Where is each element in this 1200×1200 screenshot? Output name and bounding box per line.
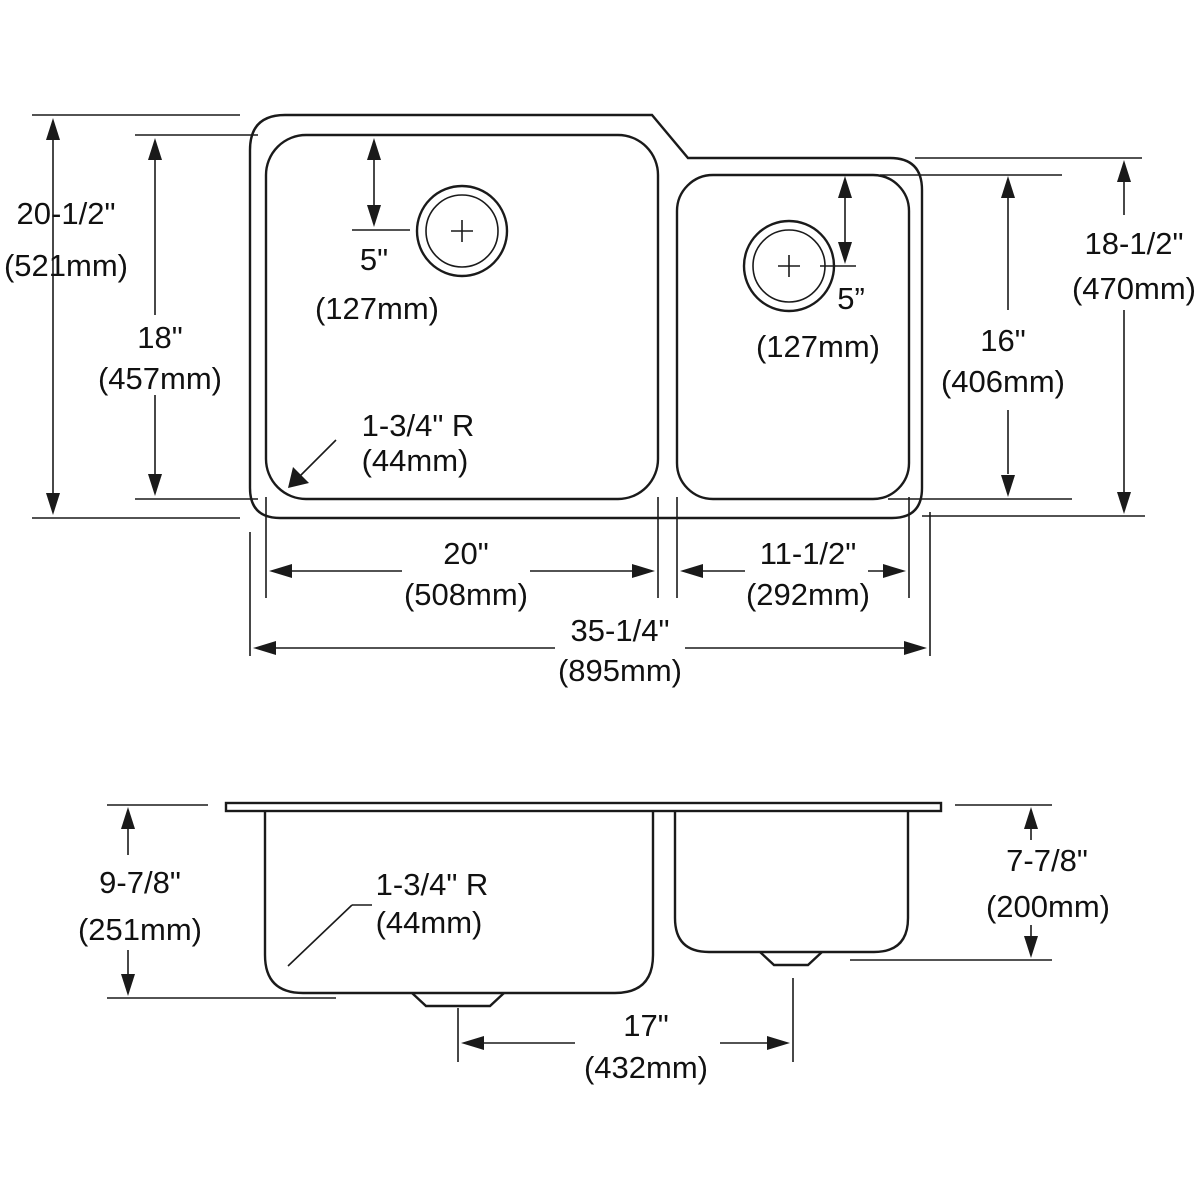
overall-depth-in-label: 20-1/2" <box>17 196 116 231</box>
overall-width-mm-label: (895mm) <box>558 653 682 688</box>
overall-width-in-label: 35-1/4" <box>571 613 670 648</box>
drain-spacing-dimension <box>457 978 794 1062</box>
drain-spacing-mm-label: (432mm) <box>584 1050 708 1085</box>
right-depth-in-label: 18-1/2" <box>1085 226 1184 261</box>
small-drain-offset-in-label: 5” <box>837 281 865 316</box>
large-bowl-depth-mm-label: (457mm) <box>98 361 222 396</box>
small-drain-offset-mm-label: (127mm) <box>756 329 880 364</box>
small-bowl-height-dimension <box>850 804 1052 961</box>
overall-width-dimension <box>249 512 931 656</box>
right-depth-dimension <box>915 157 1145 517</box>
outer-rim-outline <box>248 113 924 520</box>
large-bowl-width-mm-label: (508mm) <box>404 577 528 612</box>
large-bowl-width-in-label: 20" <box>443 536 489 571</box>
large-bowl-height-mm-label: (251mm) <box>78 912 202 947</box>
side-corner-radius-leader <box>287 904 372 967</box>
sink-flange <box>224 801 943 813</box>
small-bowl-width-in-label: 11-1/2" <box>760 536 857 571</box>
corner-radius-mm-label: (44mm) <box>362 443 469 478</box>
side-view: 9-7/8" (251mm) 1-3/4" R (44mm) 7-7/8" (2… <box>78 801 1110 1085</box>
large-bowl-outline <box>264 133 660 501</box>
side-corner-radius-mm-label: (44mm) <box>376 905 483 940</box>
large-bowl-height-in-label: 9-7/8" <box>99 865 181 900</box>
small-bowl-depth-in-label: 16" <box>980 323 1026 358</box>
large-bowl-depth-dimension <box>135 134 258 500</box>
small-bowl-profile <box>673 811 910 954</box>
right-depth-mm-label: (470mm) <box>1072 271 1196 306</box>
large-bowl-drain <box>415 184 509 278</box>
large-bowl-depth-in-label: 18" <box>137 320 183 355</box>
top-view: 20-1/2" (521mm) 18" (457mm) 5" (127mm) 5… <box>4 113 1196 688</box>
small-bowl-depth-dimension <box>880 174 1072 500</box>
small-bowl-width-mm-label: (292mm) <box>746 577 870 612</box>
corner-radius-in-label: 1-3/4" R <box>362 408 475 443</box>
small-bowl-depth-mm-label: (406mm) <box>941 364 1065 399</box>
small-bowl-height-in-label: 7-7/8" <box>1006 843 1088 878</box>
large-drain-offset-dimension <box>352 138 410 231</box>
overall-depth-mm-label: (521mm) <box>4 248 128 283</box>
side-corner-radius-in-label: 1-3/4" R <box>376 867 489 902</box>
overall-depth-dimension <box>32 114 240 519</box>
large-bowl-drain-profile <box>411 992 505 1008</box>
small-drain-offset-dimension <box>820 176 856 267</box>
small-bowl-height-mm-label: (200mm) <box>986 889 1110 924</box>
drain-spacing-in-label: 17" <box>623 1008 669 1043</box>
large-bowl-width-dimension <box>265 497 659 598</box>
large-bowl-height-dimension <box>107 804 336 999</box>
corner-radius-leader <box>288 439 337 488</box>
small-bowl-width-dimension <box>676 497 910 598</box>
large-drain-offset-in-label: 5" <box>360 242 388 277</box>
large-drain-offset-mm-label: (127mm) <box>315 291 439 326</box>
large-bowl-profile <box>263 811 655 995</box>
small-bowl-drain-profile <box>759 951 823 967</box>
small-bowl-outline <box>675 173 911 501</box>
